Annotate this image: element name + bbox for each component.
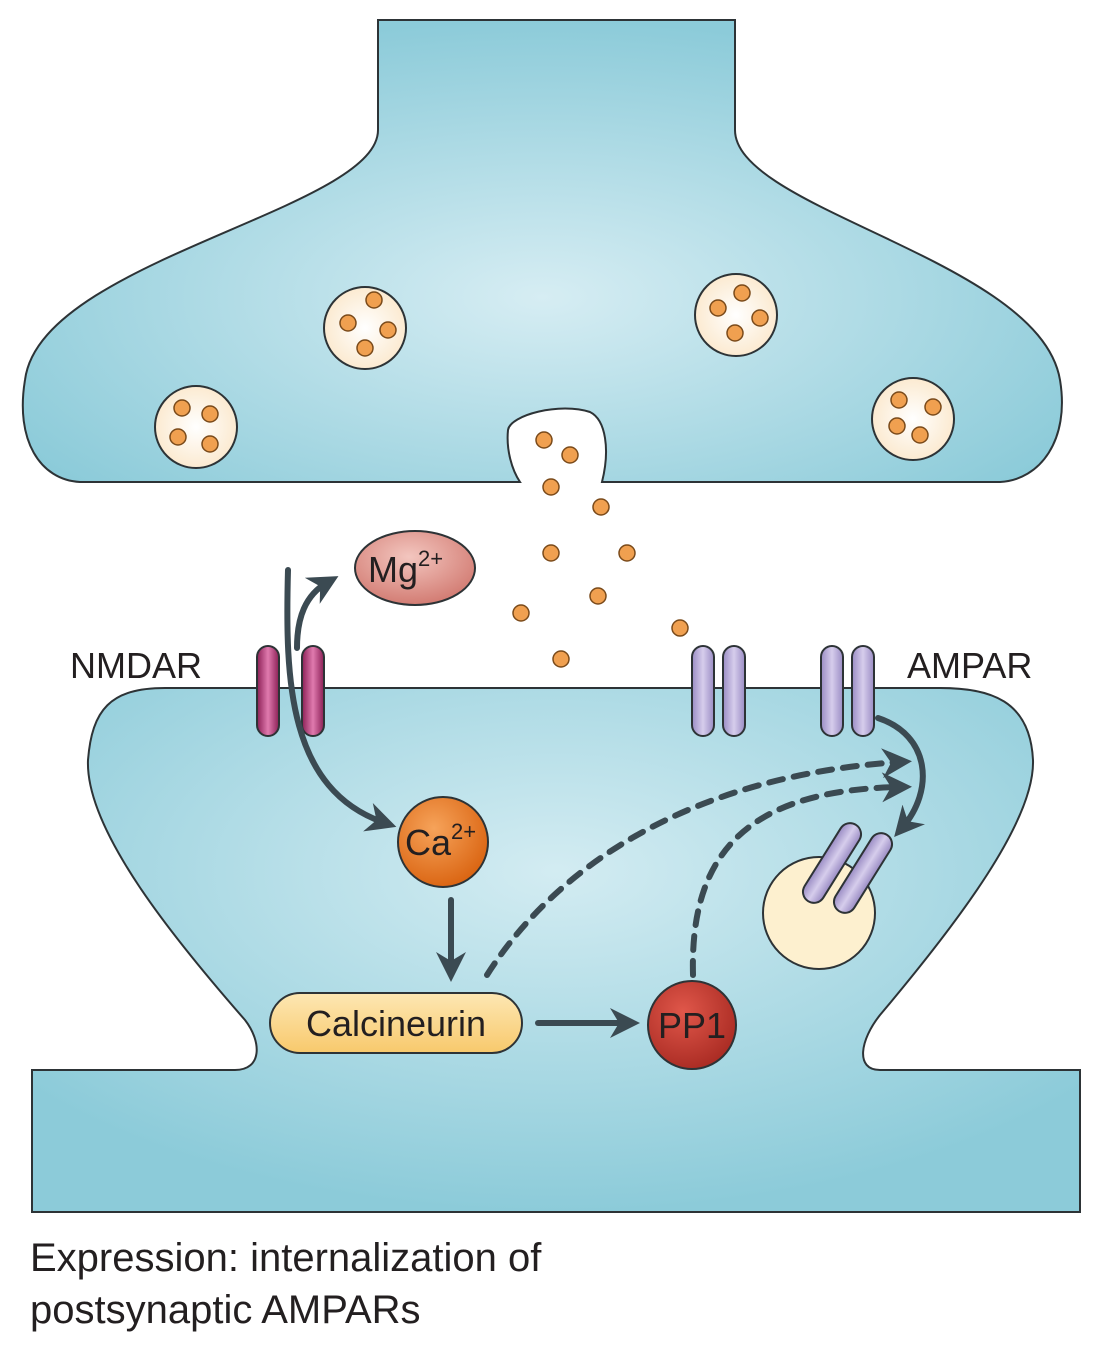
ca-charge: 2+ xyxy=(451,819,476,844)
pp1-label: PP1 xyxy=(658,1005,726,1046)
calcineurin-node: Calcineurin xyxy=(269,992,523,1054)
vesicle xyxy=(871,377,955,461)
ampar-receptor xyxy=(820,645,875,737)
vesicle xyxy=(154,385,238,469)
ca-influx-arrow xyxy=(284,567,397,832)
calcineurin-label: Calcineurin xyxy=(306,1003,486,1044)
ca-ion: Ca2+ xyxy=(397,796,489,888)
pathway-arrows xyxy=(284,567,926,1038)
fusing-vesicle xyxy=(535,431,579,464)
ca-label: Ca xyxy=(405,822,452,863)
presynaptic-terminal xyxy=(21,19,1063,483)
internalization-arrow xyxy=(875,715,926,838)
pp1-dashed-arrow xyxy=(689,772,912,978)
vesicle xyxy=(323,286,407,370)
figure-caption: Expression: internalization of postsynap… xyxy=(30,1232,1080,1336)
postsynaptic-spine xyxy=(31,687,1081,1213)
vesicle xyxy=(694,273,778,357)
mg-efflux-arrow xyxy=(294,576,339,651)
svg-text:Ca2+: Ca2+ xyxy=(405,819,476,863)
nmdar-label: NMDAR xyxy=(70,645,202,686)
mg-ion: Mg2+ xyxy=(354,530,476,606)
ampar-receptor xyxy=(691,645,746,737)
ampar-label: AMPAR xyxy=(907,645,1032,686)
caption-line-1: Expression: internalization of xyxy=(30,1236,542,1280)
mg-label: Mg xyxy=(368,549,418,590)
caption-line-2: postsynaptic AMPARs xyxy=(30,1288,421,1332)
pp1-node: PP1 xyxy=(647,980,737,1070)
svg-text:Mg2+: Mg2+ xyxy=(368,546,443,590)
neurotransmitter-molecules xyxy=(512,478,689,668)
synaptic-vesicles xyxy=(154,273,955,469)
nmdar-receptor xyxy=(256,645,325,737)
calcineurin-dashed-arrow xyxy=(484,748,912,978)
mg-charge: 2+ xyxy=(418,546,443,571)
internalized-ampar-vesicle xyxy=(762,822,894,970)
